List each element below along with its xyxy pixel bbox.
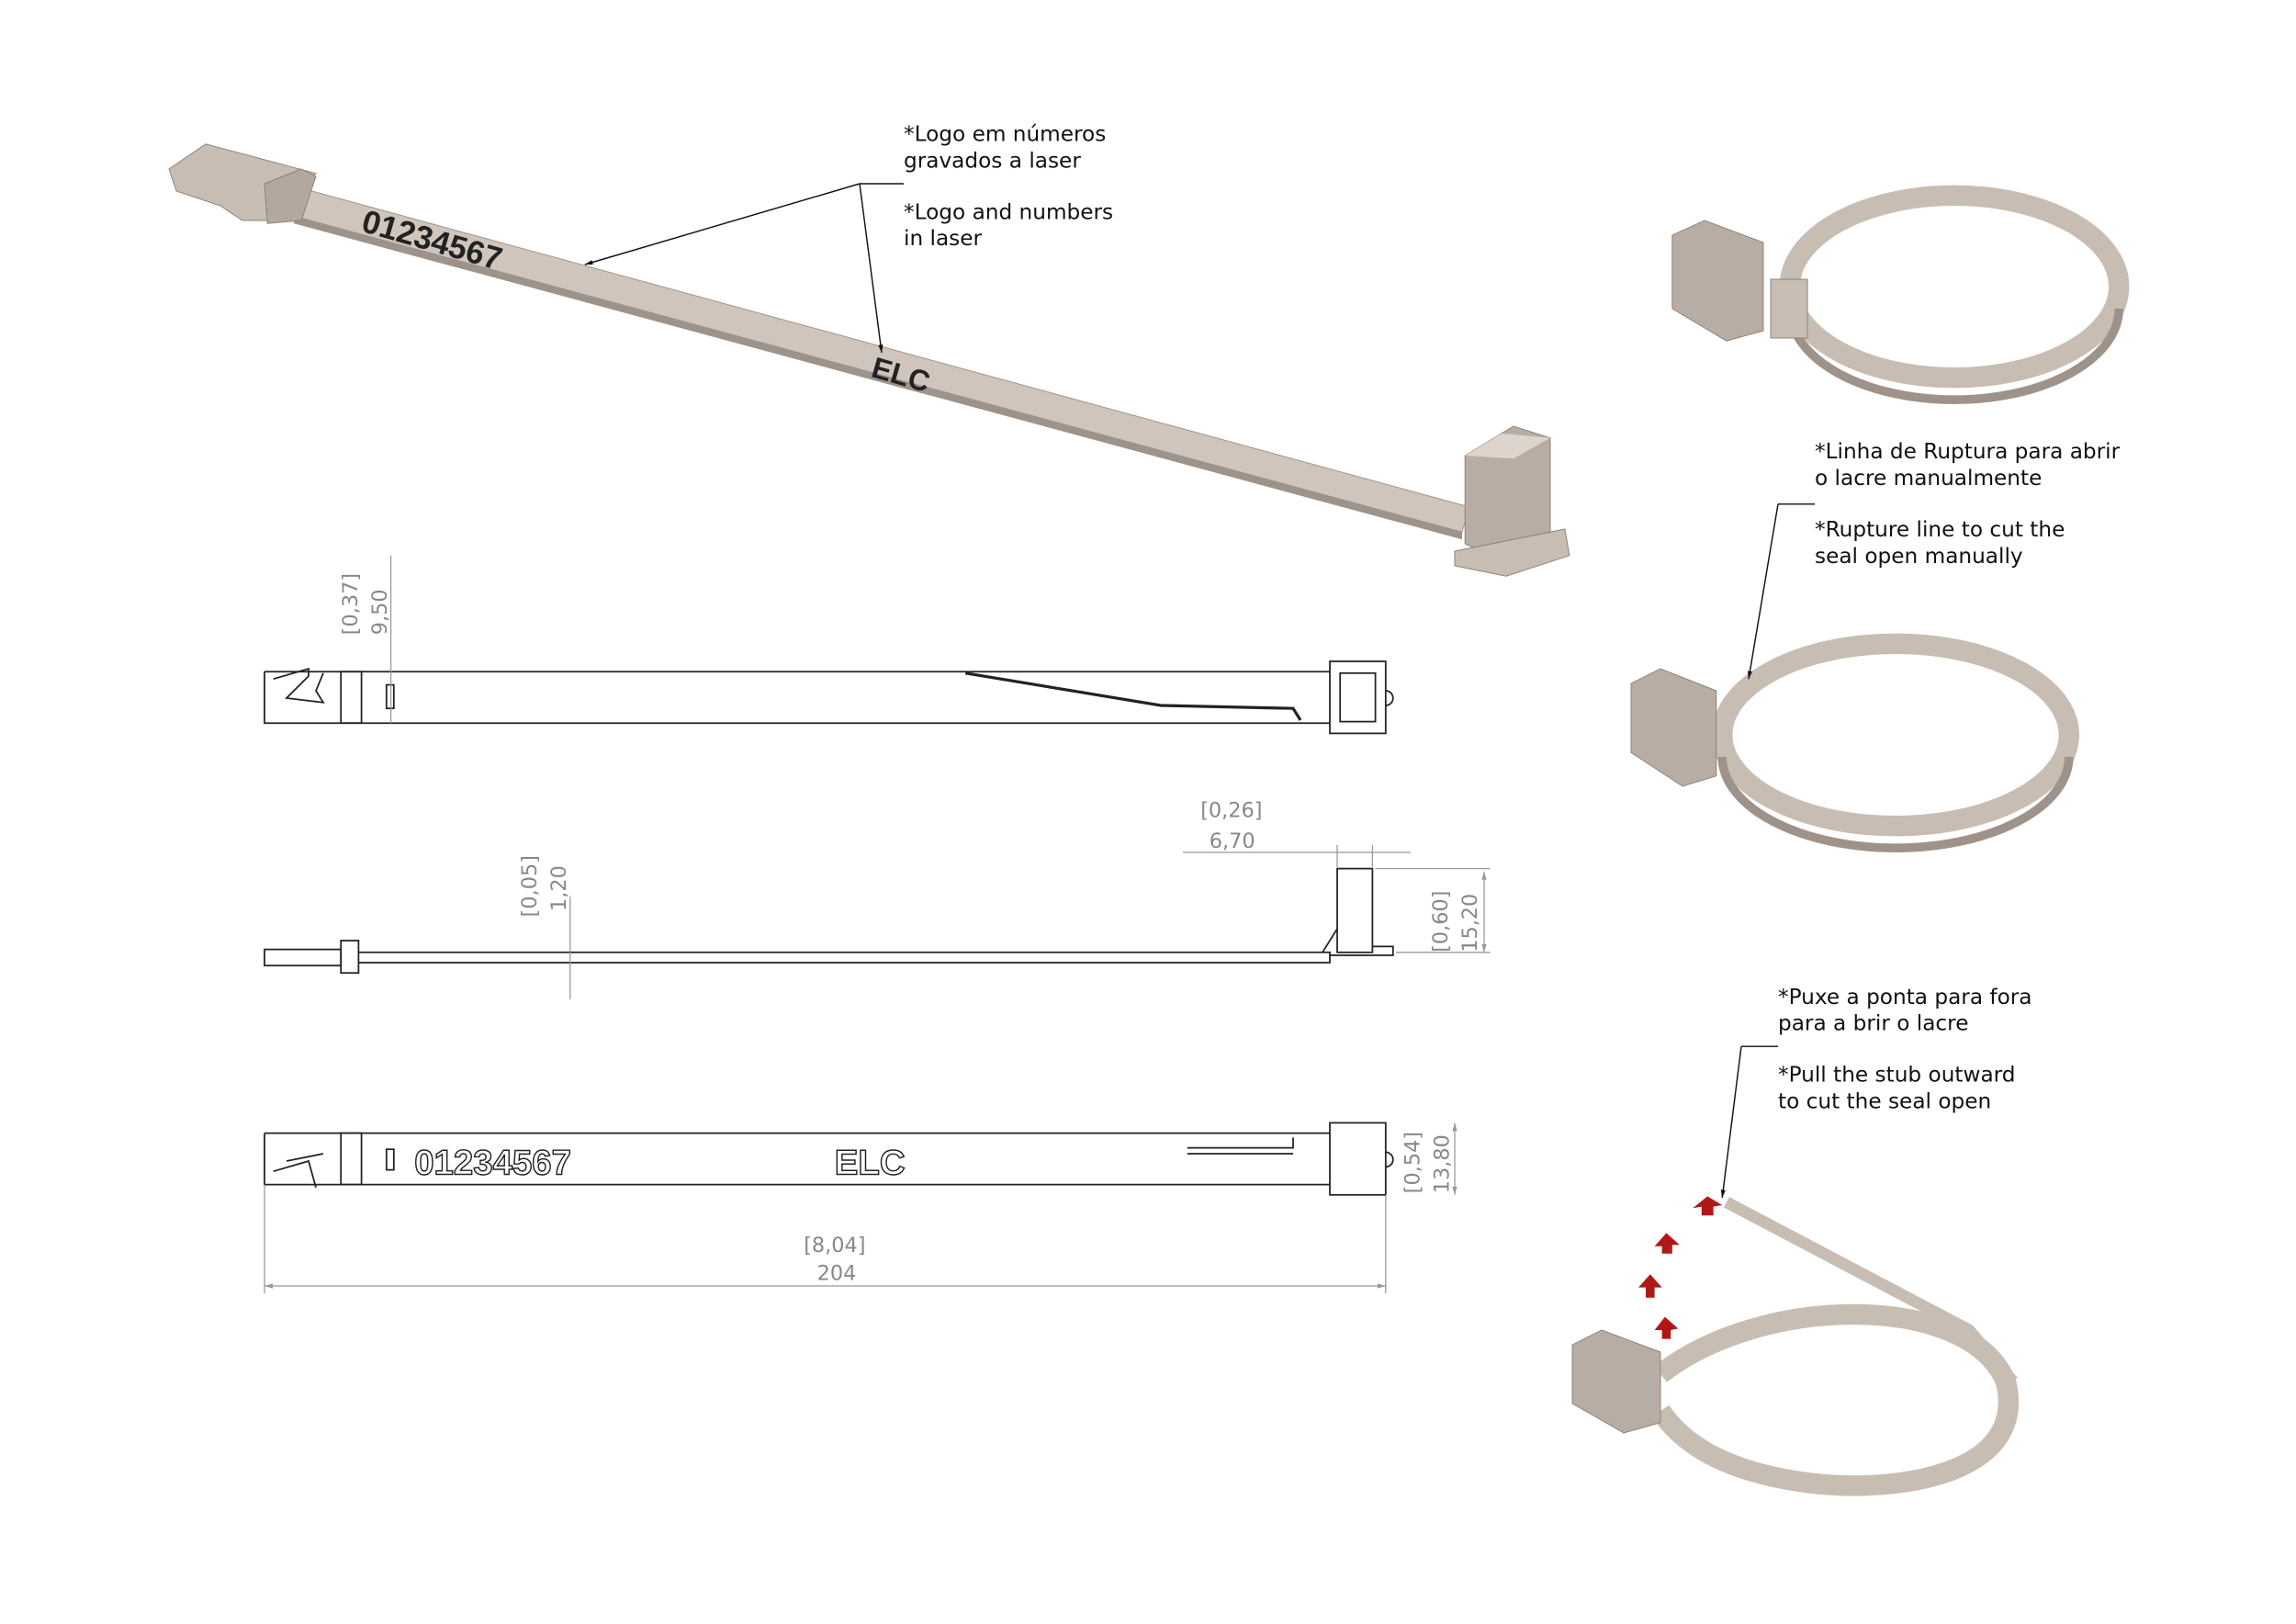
dim-thickness-mm: 1,20 bbox=[547, 865, 571, 911]
pull-callout: *Puxe a ponta para fora para a brir o la… bbox=[1778, 985, 2032, 1114]
callout-en-2: in laser bbox=[904, 226, 983, 251]
callout-pt-1: *Logo em números bbox=[904, 122, 1106, 147]
arrow-up-icon bbox=[1654, 1233, 1680, 1254]
callout-pt-2: para a brir o lacre bbox=[1778, 1011, 1968, 1036]
iso-seal-view: 01234567 ELC *Logo em números gravados a… bbox=[168, 122, 1570, 577]
dim-head-depth-in: [0,26] bbox=[1200, 799, 1262, 823]
leader-line bbox=[1747, 503, 1779, 680]
callout-en-2: seal open manually bbox=[1815, 544, 2023, 569]
printed-number: 01234567 bbox=[414, 1143, 571, 1182]
dim-length-in: [8,04] bbox=[804, 1234, 865, 1257]
rupture-line-view: *Linha de Ruptura para abrir o lacre man… bbox=[1630, 439, 2121, 852]
tail-collar bbox=[264, 168, 317, 224]
locking-head-top bbox=[1465, 434, 1550, 459]
callout-pt-1: *Puxe a ponta para fora bbox=[1778, 985, 2032, 1009]
rupture-callout: *Linha de Ruptura para abrir o lacre man… bbox=[1815, 439, 2121, 569]
red-arrow-icons bbox=[1638, 1196, 1723, 1339]
laser-callout: *Logo em números gravados a laser *Logo … bbox=[904, 122, 1113, 252]
bottom-view: 01234567 ELC 13,80 [0,54] [8,04] 204 bbox=[264, 1122, 1458, 1293]
arrow-up-icon bbox=[1654, 1316, 1679, 1339]
callout-en-1: *Logo and numbers bbox=[904, 199, 1113, 224]
dim-head-height-in: [0,60] bbox=[1429, 890, 1453, 952]
arrow-up-icon bbox=[1693, 1196, 1723, 1216]
callout-en-1: *Pull the stub outward bbox=[1778, 1063, 2016, 1088]
dim-head-width-in: [0,54] bbox=[1401, 1132, 1425, 1193]
callout-en-2: to cut the seal open bbox=[1778, 1088, 1991, 1113]
locking-head-base bbox=[1454, 528, 1570, 577]
callout-en-1: *Rupture line to cut the bbox=[1815, 517, 2065, 542]
arrow-up-icon bbox=[1638, 1274, 1662, 1298]
engraved-number: 01234567 bbox=[358, 203, 506, 277]
callout-pt-2: gravados a laser bbox=[904, 148, 1081, 173]
leader-line bbox=[859, 183, 884, 354]
dim-thickness-in: [0,05] bbox=[518, 855, 542, 917]
dim-head-height-mm: 15,20 bbox=[1458, 894, 1482, 953]
printed-logo: ELC bbox=[835, 1143, 906, 1182]
top-view: 9,50 [0,37] bbox=[264, 555, 1394, 735]
closed-seal-view bbox=[1671, 185, 2130, 404]
leader-line bbox=[584, 183, 861, 265]
pull-stub-view: *Puxe a ponta para fora para a brir o la… bbox=[1571, 985, 2032, 1496]
dim-length-mm: 204 bbox=[817, 1262, 857, 1286]
strap-side-face bbox=[294, 216, 1462, 540]
callout-pt-1: *Linha de Ruptura para abrir bbox=[1815, 439, 2121, 464]
callout-pt-2: o lacre manualmente bbox=[1815, 466, 2042, 491]
leader-line bbox=[1720, 1046, 1742, 1199]
side-view: 1,20 [0,05] [0,26] 6,70 15,20 [0,60] bbox=[264, 799, 1491, 999]
dim-width-in: [0,37] bbox=[339, 573, 363, 635]
dim-head-depth-mm: 6,70 bbox=[1210, 829, 1255, 853]
dim-head-width-mm: 13,80 bbox=[1431, 1134, 1455, 1193]
dim-width-mm: 9,50 bbox=[368, 589, 392, 635]
